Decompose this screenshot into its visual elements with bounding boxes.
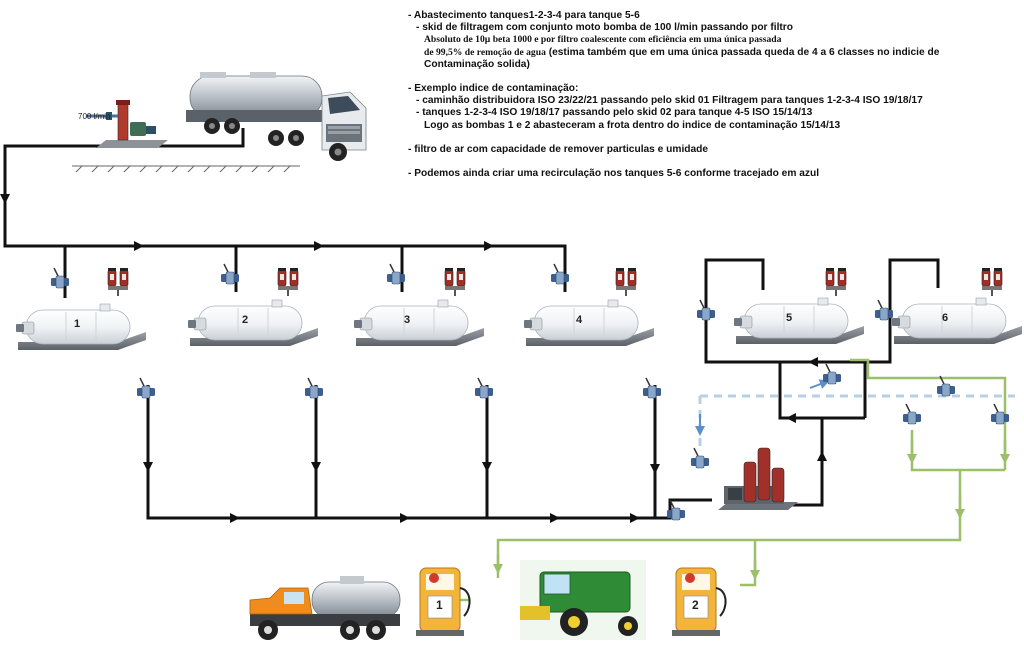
main-supply-lines xyxy=(0,128,940,523)
note-line: - Exemplo indice de contaminação: xyxy=(408,83,579,95)
filtration-skid-02 xyxy=(718,447,798,510)
tank-4 xyxy=(523,299,655,347)
air-filter-icon xyxy=(825,267,847,297)
fuel-pump-2 xyxy=(672,567,727,636)
pump-label: 2 xyxy=(692,598,699,612)
air-filter-icon xyxy=(277,267,299,297)
tank-5 xyxy=(733,297,865,345)
air-filter-icon xyxy=(107,267,129,297)
tank-2 xyxy=(187,299,319,347)
tank-label: 3 xyxy=(404,314,411,326)
tank-label: 6 xyxy=(942,312,949,324)
valve-icon xyxy=(304,377,324,399)
tank-1 xyxy=(15,303,147,351)
note-line: Contaminação solida) xyxy=(424,58,530,70)
supply-tanker-truck xyxy=(186,72,367,161)
tank-label: 5 xyxy=(786,312,793,324)
valve-icon xyxy=(474,377,494,399)
filtration-skid-01 xyxy=(86,100,168,148)
air-filter-icon xyxy=(615,267,637,297)
pump-label: 1 xyxy=(436,598,443,612)
note-line: - caminhão distribuidora ISO 23/22/21 pa… xyxy=(416,95,923,107)
note-line: - filtro de ar com capacidade de remover… xyxy=(408,143,709,155)
tank-label: 1 xyxy=(74,318,81,330)
note-line: - Abastecimento tanques1-2-3-4 para tanq… xyxy=(408,10,640,21)
delivery-truck xyxy=(249,576,401,640)
valve-icon xyxy=(990,403,1010,425)
note-line: de 99,5% de remoção de agua xyxy=(424,46,546,58)
recirculation-dashed xyxy=(695,379,1015,452)
valve-icon xyxy=(822,363,842,385)
valve-icon xyxy=(136,377,156,399)
note-line: (estima também que em uma única passada … xyxy=(545,46,940,58)
air-filter-icon xyxy=(981,267,1003,297)
harvester xyxy=(520,560,646,640)
note-line: - tanques 1-2-3-4 ISO 19/18/17 passando … xyxy=(416,107,813,119)
note-line: - skid de filtragem com conjunto moto bo… xyxy=(416,22,793,34)
valve-icon xyxy=(642,377,662,399)
tank-label: 4 xyxy=(576,314,583,326)
tank-6 xyxy=(891,297,1023,345)
tank-label: 2 xyxy=(242,314,249,326)
air-filter-icon xyxy=(444,267,466,297)
fuel-pump-1 xyxy=(416,567,471,636)
notes-block: - Abastecimento tanques1-2-3-4 para tanq… xyxy=(408,10,1008,180)
note-line: - Podemos ainda criar uma recirculação n… xyxy=(408,168,820,180)
note-line: Logo as bombas 1 e 2 abasteceram a frota… xyxy=(424,119,841,131)
valve-icon xyxy=(690,447,710,469)
flow-rate-label: 700 l/min xyxy=(78,112,111,121)
valve-icon xyxy=(902,403,922,425)
ground-hatch xyxy=(72,165,300,173)
note-line: Absoluto de 10µ beta 1000 e por filtro c… xyxy=(424,34,782,46)
tank-3 xyxy=(353,299,485,347)
